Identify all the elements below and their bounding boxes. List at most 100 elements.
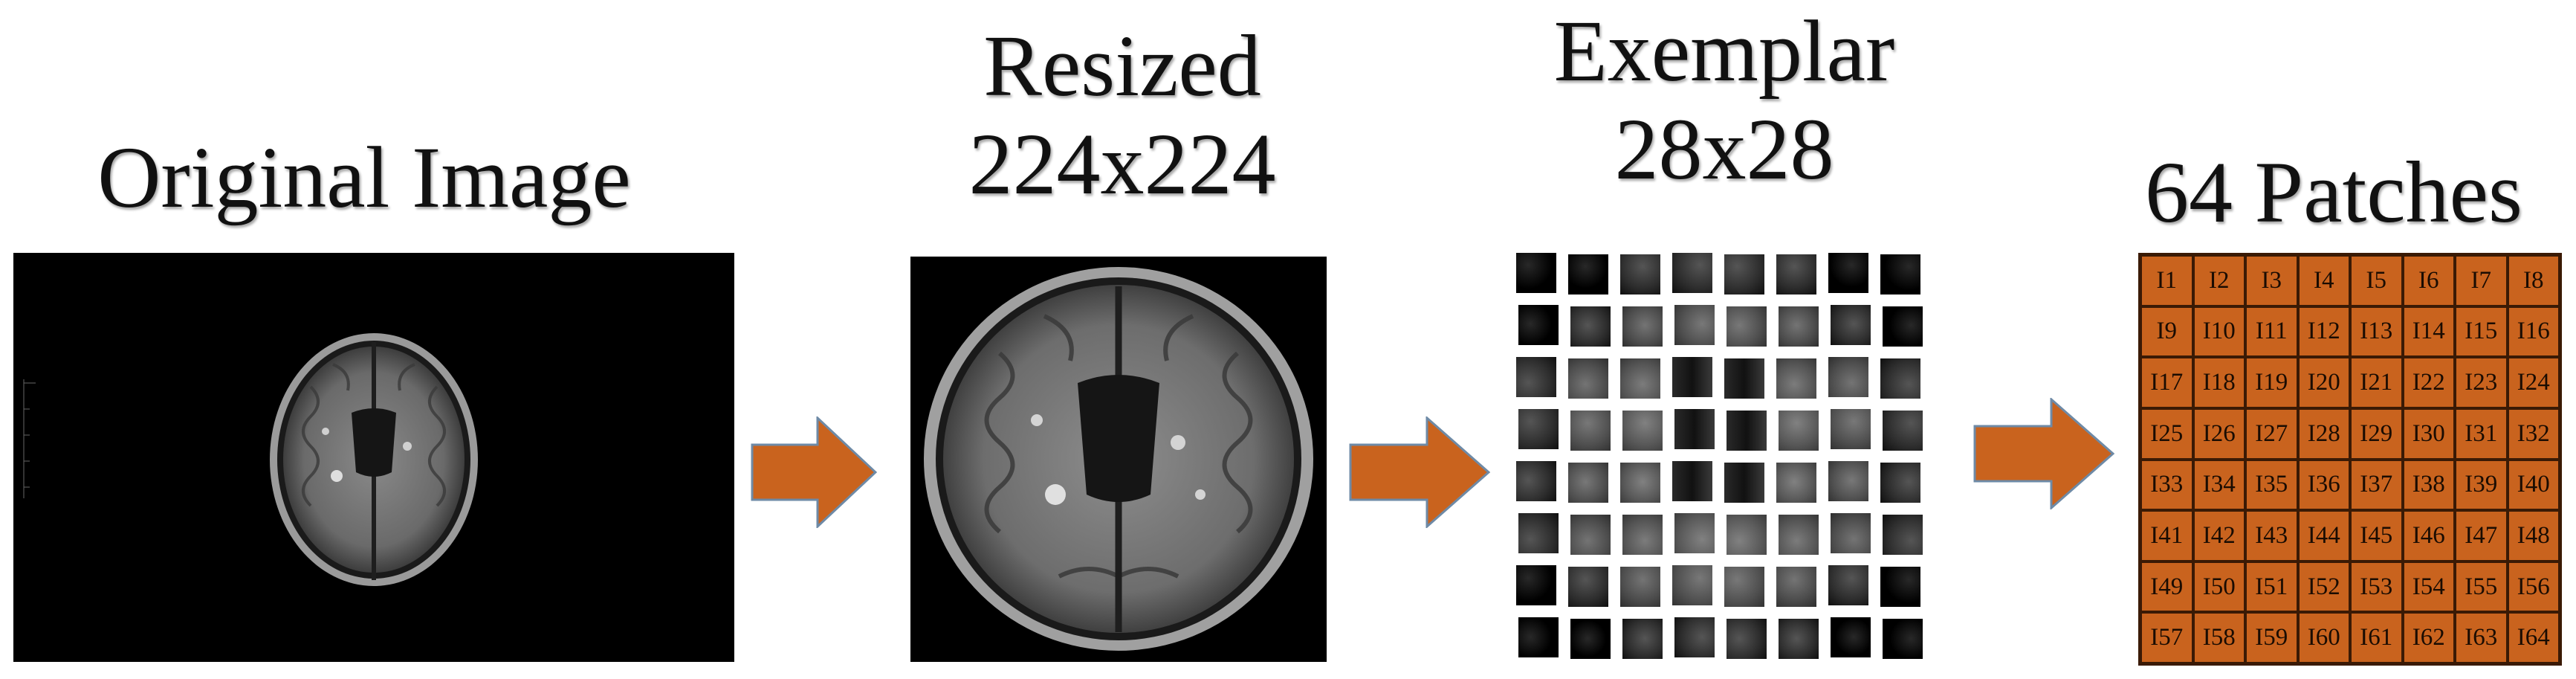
exemplar-tile bbox=[1570, 411, 1611, 451]
patch-cell: I7 bbox=[2455, 255, 2508, 306]
resized-title: Resized 224x224 bbox=[877, 22, 1368, 208]
exemplar-tile-texture bbox=[1516, 253, 1556, 293]
resized-title-line1: Resized bbox=[983, 17, 1261, 115]
exemplar-tile-texture bbox=[1622, 411, 1663, 451]
patch-cell: I32 bbox=[2507, 408, 2560, 460]
patch-cell: I59 bbox=[2245, 612, 2298, 663]
exemplar-patch-grid bbox=[1516, 253, 1932, 669]
exemplar-tile-texture bbox=[1622, 619, 1663, 659]
exemplar-tile-texture bbox=[1831, 617, 1871, 657]
exemplar-tile bbox=[1828, 461, 1868, 501]
patch-cell: I25 bbox=[2140, 408, 2193, 460]
exemplar-tile bbox=[1568, 567, 1608, 607]
exemplar-tile-texture bbox=[1776, 254, 1816, 295]
exemplar-tile-texture bbox=[1883, 515, 1923, 555]
patch-cell: I51 bbox=[2245, 561, 2298, 613]
patch-cell: I11 bbox=[2245, 306, 2298, 358]
exemplar-tile-texture bbox=[1831, 409, 1871, 449]
exemplar-tile-texture bbox=[1779, 619, 1819, 659]
exemplar-tile bbox=[1672, 357, 1712, 397]
exemplar-tile bbox=[1620, 358, 1660, 399]
exemplar-tile-texture bbox=[1518, 513, 1559, 553]
exemplar-tile bbox=[1779, 306, 1819, 347]
exemplar-tile bbox=[1622, 515, 1663, 555]
exemplar-tile bbox=[1518, 305, 1559, 345]
exemplar-tile-texture bbox=[1672, 565, 1712, 605]
patch-cell: I64 bbox=[2507, 612, 2560, 663]
patch-cell: I28 bbox=[2297, 408, 2350, 460]
patch-cell: I53 bbox=[2350, 561, 2403, 613]
exemplar-tile bbox=[1516, 565, 1556, 605]
exemplar-tile-texture bbox=[1568, 254, 1608, 295]
exemplar-tile bbox=[1831, 305, 1871, 345]
exemplar-tile bbox=[1828, 253, 1868, 293]
exemplar-tile bbox=[1831, 617, 1871, 657]
exemplar-tile-texture bbox=[1518, 409, 1559, 449]
exemplar-tile-texture bbox=[1726, 306, 1767, 347]
patch-cell: I8 bbox=[2507, 255, 2560, 306]
exemplar-tile-texture bbox=[1828, 357, 1868, 397]
exemplar-tile-texture bbox=[1726, 619, 1767, 659]
patch-cell: I14 bbox=[2402, 306, 2455, 358]
exemplar-tile-texture bbox=[1724, 254, 1764, 295]
exemplar-tile bbox=[1726, 306, 1767, 347]
original-image bbox=[13, 253, 734, 662]
patch-cell: I30 bbox=[2402, 408, 2455, 460]
patch-cell: I29 bbox=[2350, 408, 2403, 460]
brain-mri-original bbox=[23, 333, 478, 586]
exemplar-tile-texture bbox=[1880, 254, 1920, 295]
exemplar-tile-texture bbox=[1674, 305, 1715, 345]
patch-cell: I43 bbox=[2245, 510, 2298, 561]
patch-cell: I63 bbox=[2455, 612, 2508, 663]
exemplar-title: Exemplar 28x28 bbox=[1479, 7, 1970, 193]
patch-cell: I42 bbox=[2192, 510, 2245, 561]
exemplar-tile-texture bbox=[1568, 463, 1608, 503]
exemplar-tile bbox=[1883, 619, 1923, 659]
patch-cell: I33 bbox=[2140, 459, 2193, 511]
patch-cell: I1 bbox=[2140, 255, 2193, 306]
patch-cell: I45 bbox=[2350, 510, 2403, 561]
resized-title-line2: 224x224 bbox=[968, 115, 1276, 213]
exemplar-tile-texture bbox=[1883, 411, 1923, 451]
patch-cell: I49 bbox=[2140, 561, 2193, 613]
patch-cell: I47 bbox=[2455, 510, 2508, 561]
exemplar-title-line1: Exemplar bbox=[1553, 2, 1895, 100]
exemplar-tile-texture bbox=[1570, 411, 1611, 451]
patch-cell: I16 bbox=[2507, 306, 2560, 358]
patch-cell: I2 bbox=[2192, 255, 2245, 306]
patch-cell: I10 bbox=[2192, 306, 2245, 358]
exemplar-tile-texture bbox=[1880, 463, 1920, 503]
exemplar-tile-texture bbox=[1724, 567, 1764, 607]
exemplar-tile bbox=[1518, 617, 1559, 657]
exemplar-tile-texture bbox=[1568, 358, 1608, 399]
right-arrow-icon bbox=[751, 416, 877, 528]
exemplar-tile bbox=[1518, 409, 1559, 449]
patch-cell: I61 bbox=[2350, 612, 2403, 663]
exemplar-tile bbox=[1724, 567, 1764, 607]
exemplar-tile bbox=[1674, 305, 1715, 345]
exemplar-tile bbox=[1880, 254, 1920, 295]
exemplar-tile bbox=[1779, 515, 1819, 555]
exemplar-tile bbox=[1776, 567, 1816, 607]
exemplar-tile bbox=[1776, 463, 1816, 503]
exemplar-tile-texture bbox=[1622, 515, 1663, 555]
exemplar-tile bbox=[1724, 254, 1764, 295]
original-image-title: Original Image bbox=[97, 129, 631, 226]
patch-cell: I55 bbox=[2455, 561, 2508, 613]
exemplar-tile bbox=[1620, 254, 1660, 295]
patch-cell: I34 bbox=[2192, 459, 2245, 511]
patch-cell: I18 bbox=[2192, 357, 2245, 408]
exemplar-tile bbox=[1831, 513, 1871, 553]
exemplar-tile-texture bbox=[1570, 619, 1611, 659]
patch-cell: I40 bbox=[2507, 459, 2560, 511]
exemplar-tile-texture bbox=[1620, 254, 1660, 295]
exemplar-tile-texture bbox=[1570, 306, 1611, 347]
exemplar-tile bbox=[1620, 567, 1660, 607]
exemplar-tile-texture bbox=[1880, 358, 1920, 399]
exemplar-tile bbox=[1724, 358, 1764, 399]
exemplar-title-line2: 28x28 bbox=[1614, 100, 1834, 198]
exemplar-tile bbox=[1880, 567, 1920, 607]
patch-cell: I20 bbox=[2297, 357, 2350, 408]
patch-cell: I19 bbox=[2245, 357, 2298, 408]
exemplar-tile-texture bbox=[1518, 305, 1559, 345]
